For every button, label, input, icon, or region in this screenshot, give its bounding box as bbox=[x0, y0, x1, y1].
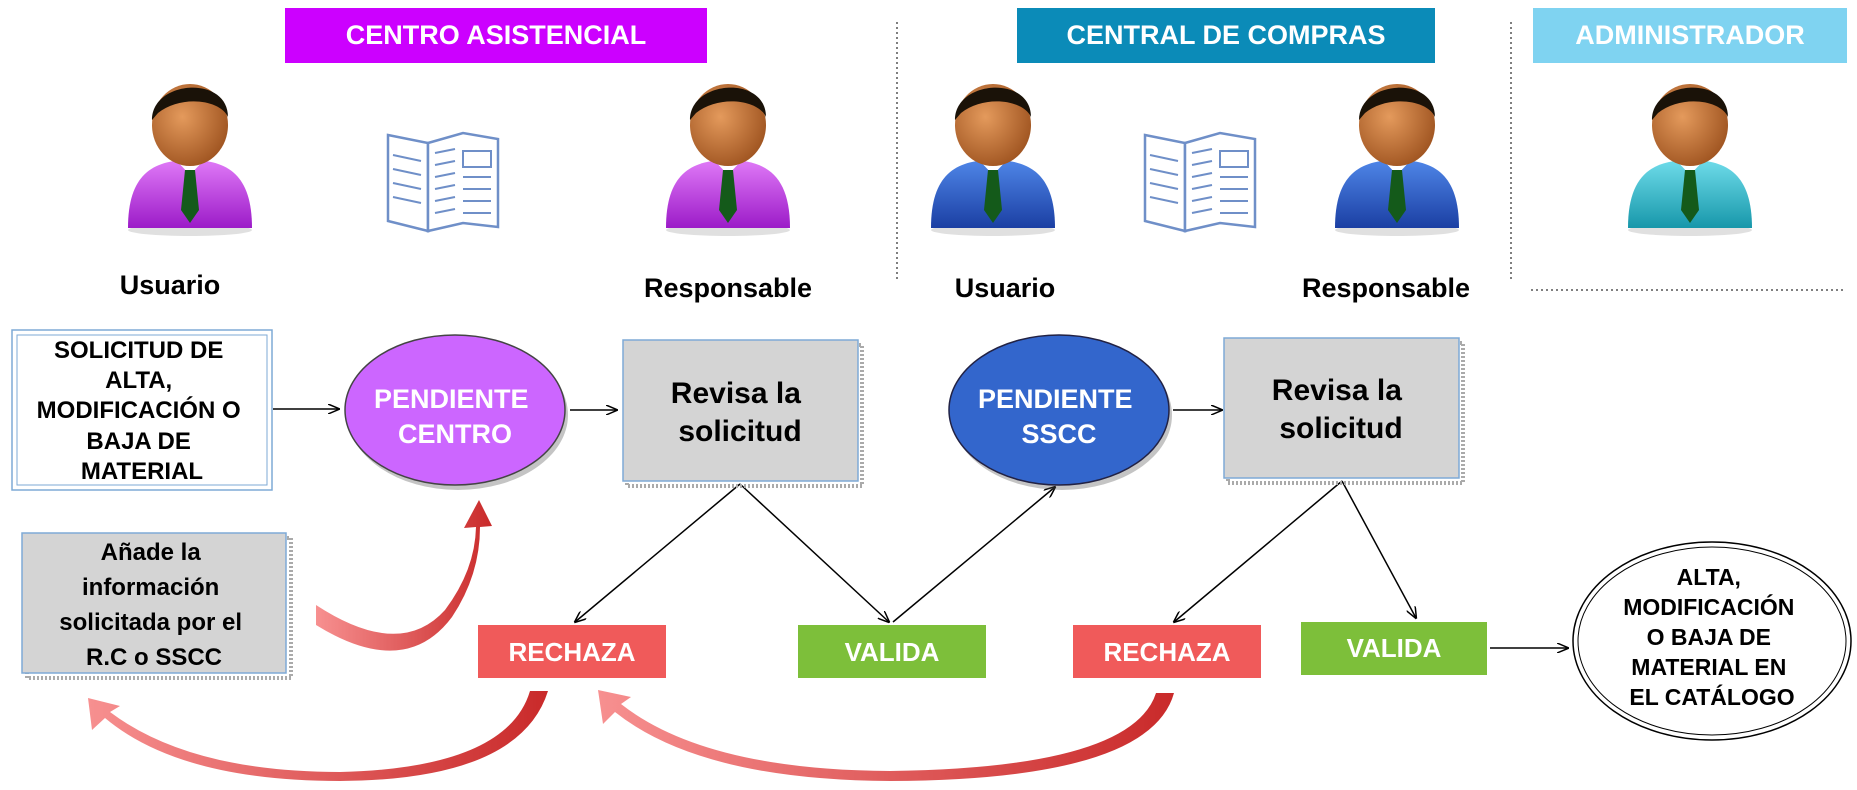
anade-node: Añade la información solicitada por el R… bbox=[21, 532, 293, 680]
rechaza-node-1: RECHAZA bbox=[478, 625, 666, 678]
anade-text: Añade la información solicitada por el R… bbox=[59, 539, 248, 671]
role-label-centro-usuario: Usuario bbox=[120, 270, 221, 300]
red-return-arrow-anade bbox=[316, 500, 492, 651]
pendiente-centro-text: PENDIENTE CENTRO bbox=[374, 384, 536, 449]
valida-text-1: VALIDA bbox=[845, 637, 940, 667]
rechaza-text-1: RECHAZA bbox=[508, 637, 635, 667]
revisa-sscc-node: Revisa la solicitud bbox=[1223, 337, 1465, 485]
role-label-compras-usuario: Usuario bbox=[955, 273, 1056, 303]
document-icon bbox=[386, 131, 500, 233]
arrow-valida-to-pendiente-sscc bbox=[892, 487, 1055, 623]
section-header-centro: CENTRO ASISTENCIAL bbox=[285, 8, 707, 63]
arrow-revisa-sscc-to-rechaza bbox=[1174, 480, 1343, 622]
solicitud-node: SOLICITUD DE ALTA, MODIFICACIÓN O BAJA D… bbox=[11, 329, 273, 491]
user-purple-icon bbox=[128, 84, 252, 236]
section-header-admin: ADMINISTRADOR bbox=[1533, 8, 1847, 63]
arrow-revisa-centro-to-valida bbox=[739, 483, 889, 622]
user-purple-icon bbox=[666, 84, 790, 236]
red-return-arrow-rechaza-1 bbox=[88, 691, 548, 781]
section-title-admin: ADMINISTRADOR bbox=[1575, 20, 1805, 50]
red-return-arrow-rechaza-2 bbox=[598, 690, 1174, 781]
document-icon bbox=[1143, 131, 1257, 233]
user-blue-icon bbox=[931, 84, 1055, 236]
solicitud-text: SOLICITUD DE ALTA, MODIFICACIÓN O BAJA D… bbox=[37, 337, 248, 485]
valida-node-1: VALIDA bbox=[798, 625, 986, 678]
section-title-centro: CENTRO ASISTENCIAL bbox=[346, 20, 647, 50]
pendiente-sscc-text: PENDIENTE SSCC bbox=[978, 384, 1140, 449]
revisa-centro-node: Revisa la solicitud bbox=[622, 339, 864, 488]
rechaza-node-2: RECHAZA bbox=[1073, 625, 1261, 678]
pendiente-sscc-node: PENDIENTE SSCC bbox=[948, 334, 1172, 490]
section-header-compras: CENTRAL DE COMPRAS bbox=[1017, 8, 1435, 63]
valida-node-2: VALIDA bbox=[1301, 622, 1487, 675]
rechaza-text-2: RECHAZA bbox=[1103, 637, 1230, 667]
revisa-centro-text: Revisa la solicitud bbox=[671, 377, 809, 448]
role-label-compras-responsable: Responsable bbox=[1302, 273, 1470, 303]
pendiente-centro-node: PENDIENTE CENTRO bbox=[344, 334, 568, 490]
section-title-compras: CENTRAL DE COMPRAS bbox=[1066, 20, 1385, 50]
final-text: ALTA, MODIFICACIÓN O BAJA DE MATERIAL EN… bbox=[1623, 564, 1801, 710]
user-cyan-icon bbox=[1628, 84, 1752, 236]
arrow-revisa-sscc-to-valida bbox=[1341, 480, 1416, 618]
final-node: ALTA, MODIFICACIÓN O BAJA DE MATERIAL EN… bbox=[1572, 541, 1852, 741]
user-blue-icon bbox=[1335, 84, 1459, 236]
role-label-centro-responsable: Responsable bbox=[644, 273, 812, 303]
valida-text-2: VALIDA bbox=[1347, 633, 1442, 663]
revisa-sscc-text: Revisa la solicitud bbox=[1272, 374, 1410, 445]
arrow-revisa-centro-to-rechaza bbox=[575, 483, 741, 622]
